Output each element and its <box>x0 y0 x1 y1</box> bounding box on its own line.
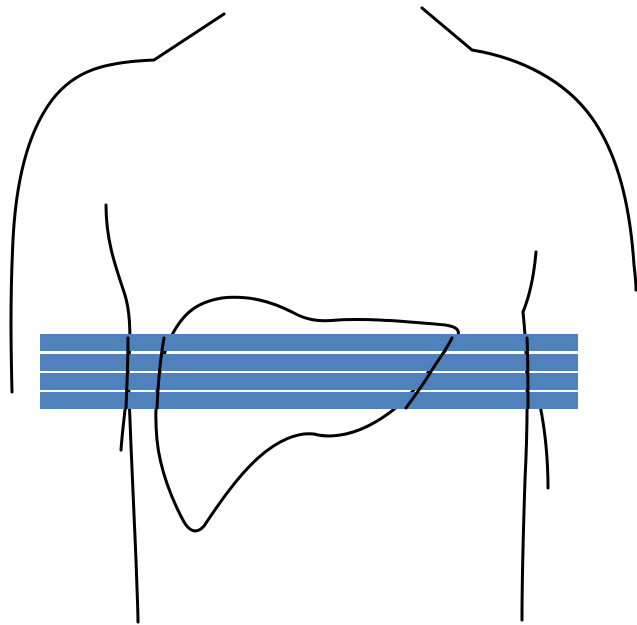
belt-band-2 <box>40 354 578 371</box>
right-flank-crease <box>540 405 548 488</box>
belt-band-3 <box>40 373 578 390</box>
liver-outline <box>156 297 459 531</box>
right-flank-through-band <box>527 338 528 408</box>
belt-band-4 <box>40 392 578 409</box>
right-flank-upper <box>523 252 536 312</box>
torso-right-outline <box>422 8 636 290</box>
belt-band-1 <box>40 334 578 351</box>
belt-bands <box>40 334 578 409</box>
